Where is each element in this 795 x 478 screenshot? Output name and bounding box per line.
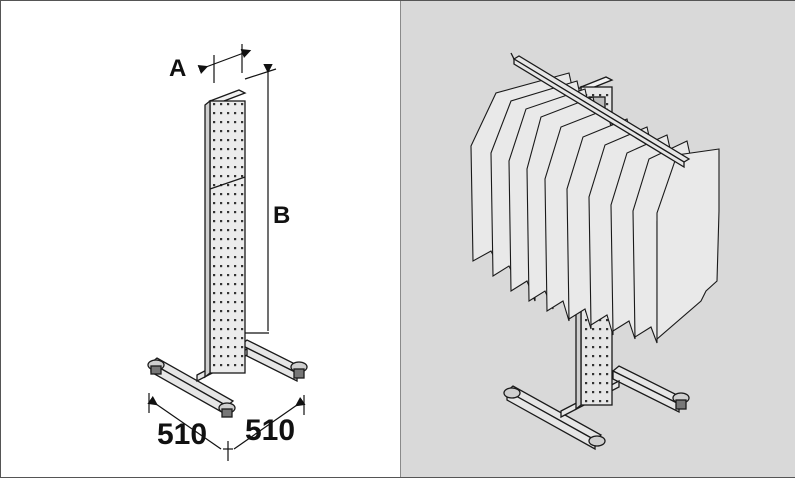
hanging-sheets bbox=[470, 72, 720, 344]
dimension-a-label: A bbox=[169, 55, 186, 82]
base-dimensions bbox=[147, 393, 306, 461]
left-panel-dimension-drawing: A B 510 510 bbox=[1, 1, 399, 477]
base-right-label: 510 bbox=[245, 414, 295, 447]
dimension-drawing-svg: A B 510 510 bbox=[147, 44, 308, 461]
base-left-label: 510 bbox=[157, 418, 207, 451]
dimension-b-label: B bbox=[273, 202, 290, 229]
dimension-b bbox=[244, 63, 277, 334]
rack-top-bar bbox=[510, 52, 691, 169]
right-panel-illustration bbox=[400, 1, 795, 477]
perforated-column bbox=[204, 89, 247, 379]
dimension-a bbox=[197, 44, 252, 83]
rack-illustration-svg bbox=[470, 52, 720, 451]
left-base-rail bbox=[147, 357, 236, 418]
